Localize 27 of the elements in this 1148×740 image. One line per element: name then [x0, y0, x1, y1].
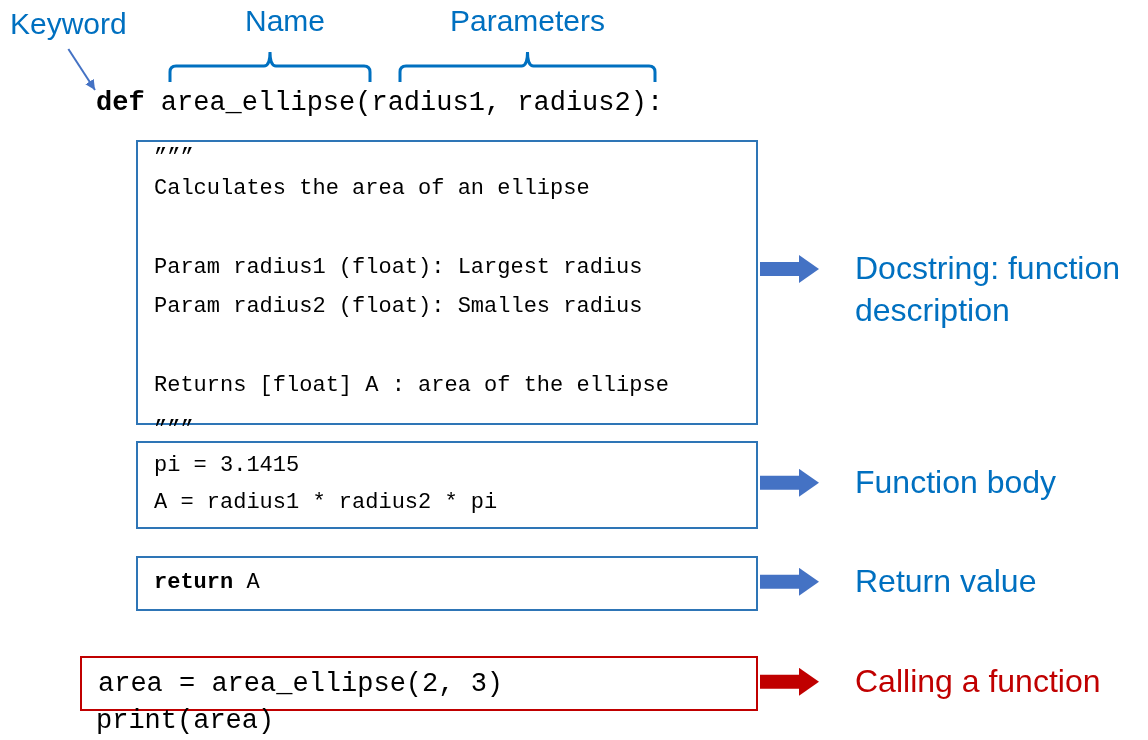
code-line: A = radius1 * radius2 * pi [154, 490, 498, 517]
annotation-label: Calling a function [855, 661, 1101, 703]
annotation-label: Name [244, 4, 326, 38]
block-arrow [760, 667, 819, 696]
code-line: Returns [float] A : area of the ellipse [154, 373, 669, 400]
code-line: area = area_ellipse(2, 3) [98, 668, 504, 701]
code-box [136, 140, 758, 425]
annotation-label: Function body [855, 462, 1056, 504]
annotation-label: Docstring: function description [855, 248, 1147, 332]
code-line: def area_ellipse(radius1, radius2): [96, 88, 664, 118]
block-arrow [760, 468, 819, 497]
code-line: print(area) [96, 706, 275, 736]
block-arrow [760, 567, 819, 596]
code-line: Param radius1 (float): Largest radius [154, 255, 643, 282]
code-line: Param radius2 (float): Smalles radius [154, 294, 643, 321]
code-line: return A [154, 570, 260, 597]
code-box [136, 556, 758, 611]
block-arrow [760, 255, 819, 283]
leader-arrow [67, 48, 96, 91]
code-line: „„„ [154, 404, 194, 431]
code-line: „„„ [154, 132, 194, 159]
annotation-label: Return value [855, 561, 1037, 603]
code-line: Calculates the area of an ellipse [154, 176, 590, 203]
code-line: pi = 3.1415 [154, 453, 300, 480]
code-box [136, 441, 758, 529]
annotation-label: Keyword [10, 4, 127, 43]
annotation-label: Parameters [448, 4, 607, 38]
